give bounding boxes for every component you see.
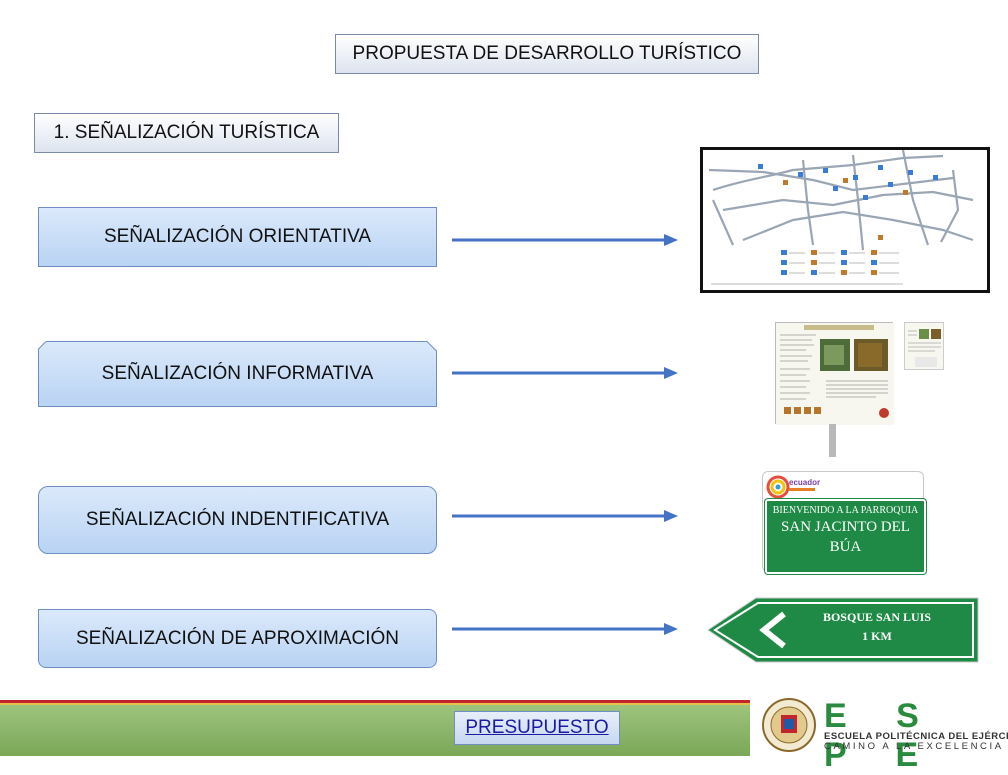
approach-line-1: BOSQUE SAN LUIS xyxy=(792,610,962,625)
small-sign-image xyxy=(904,322,944,370)
espe-logo: E S P E ESCUELA POLITÉCNICA DEL EJÉRCITO… xyxy=(760,697,1004,753)
approach-sign: BOSQUE SAN LUIS 1 KM xyxy=(706,596,981,664)
identificative-sign: ecuador BIENVENIDO A LA PARROQUIA SAN JA… xyxy=(762,471,924,572)
map-image xyxy=(700,147,990,293)
sign-line-3: BÚA xyxy=(767,539,924,556)
presupuesto-link[interactable]: PRESUPUESTO xyxy=(454,711,620,745)
box-senalizacion-informativa: SEÑALIZACIÓN INFORMATIVA xyxy=(38,341,437,407)
box-senalizacion-orientativa[interactable]: SEÑALIZACIÓN ORIENTATIVA xyxy=(38,207,437,267)
ecuador-brand-text: ecuador xyxy=(789,478,820,487)
box-senalizacion-informativa-wrap[interactable]: SEÑALIZACIÓN INFORMATIVA xyxy=(38,341,437,407)
espe-motto: CAMINO A LA EXCELENCIA xyxy=(824,741,1004,752)
arrow-right-icon xyxy=(452,366,682,380)
section-heading: 1. SEÑALIZACIÓN TURÍSTICA xyxy=(34,113,339,153)
sign-line-2: SAN JACINTO DEL xyxy=(767,519,924,536)
green-panel: BIENVENIDO A LA PARROQUIA SAN JACINTO DE… xyxy=(765,499,926,574)
sign-line-1: BIENVENIDO A LA PARROQUIA xyxy=(767,505,924,516)
footer-bar xyxy=(0,700,750,756)
box-senalizacion-indentificativa[interactable]: SEÑALIZACIÓN INDENTIFICATIVA xyxy=(38,486,437,554)
approach-line-2: 1 KM xyxy=(792,629,962,644)
arrow-right-icon xyxy=(452,622,682,636)
espe-seal-icon xyxy=(760,697,818,753)
arrow-right-icon xyxy=(452,509,682,523)
slide-title: PROPUESTA DE DESARROLLO TURÍSTICO xyxy=(335,34,759,74)
arrow-right-icon xyxy=(452,233,682,247)
ecuador-logo-icon: ecuador xyxy=(765,473,825,501)
informative-sign-image xyxy=(775,322,893,424)
sign-post xyxy=(829,424,836,457)
box-senalizacion-aproximacion[interactable]: SEÑALIZACIÓN DE APROXIMACIÓN xyxy=(38,609,437,668)
